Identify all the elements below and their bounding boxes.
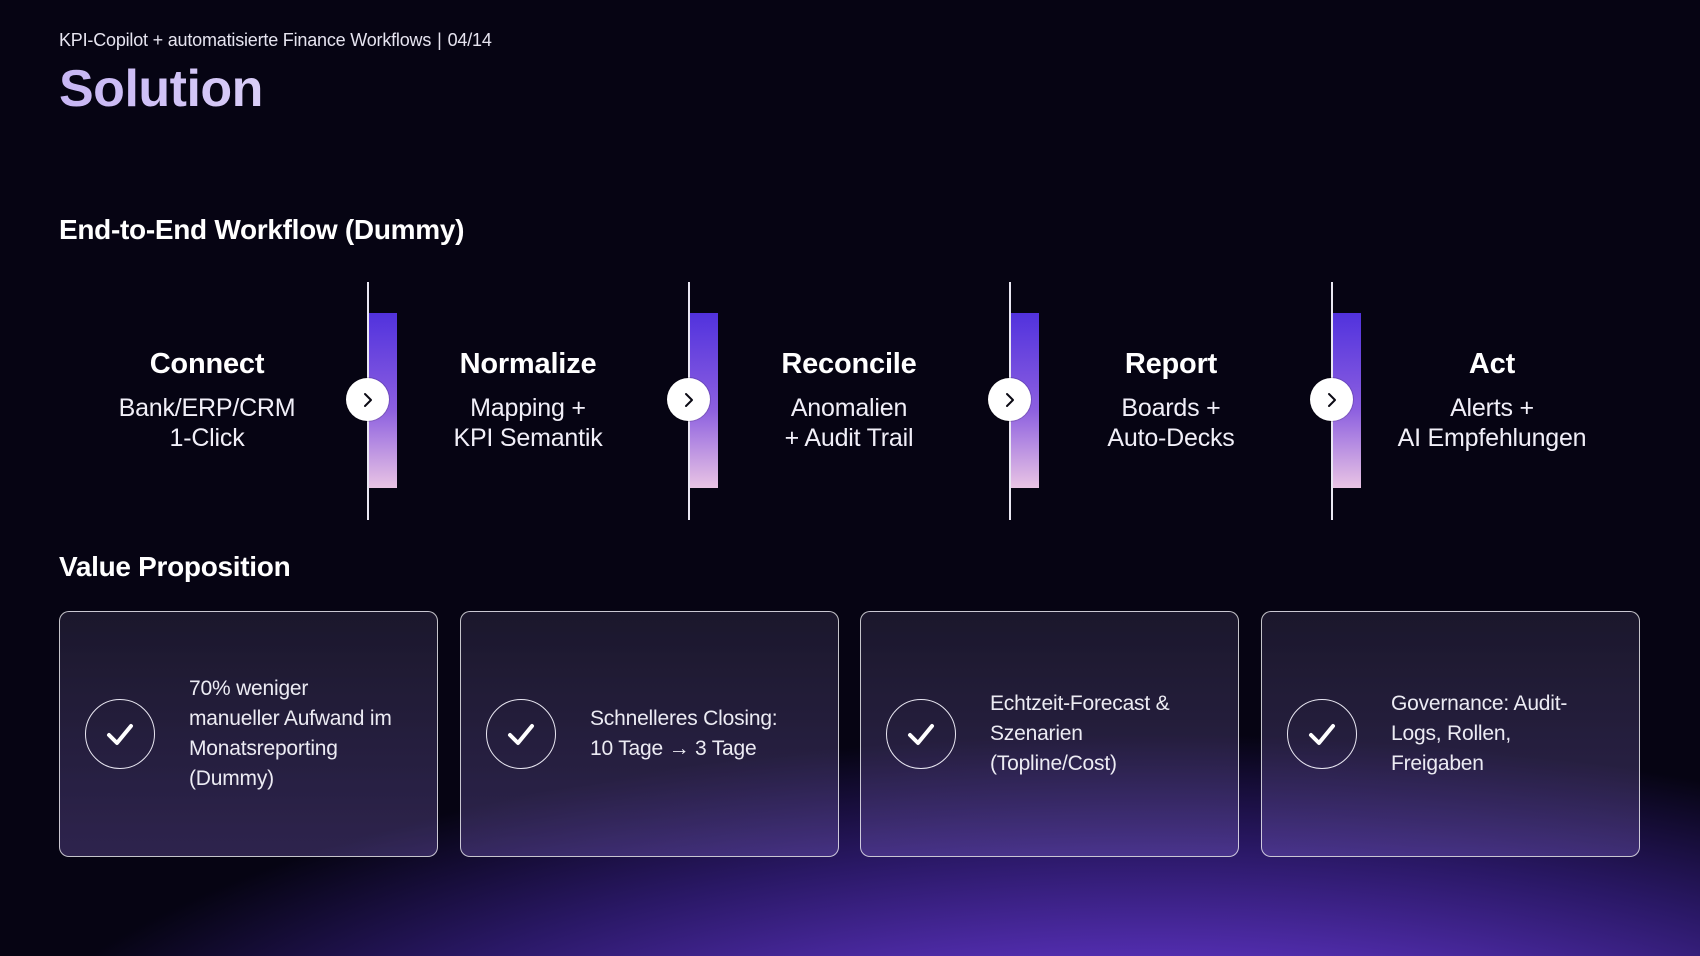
value-card: 70% weniger manueller Aufwand im Monatsr… [59,611,438,857]
value-card: Schnelleres Closing: 10 Tage → 3 Tage [460,611,839,857]
value-card-text: Echtzeit-Forecast & Szenarien (Topline/C… [990,692,1170,775]
checkmark-icon [886,699,956,769]
value-card-text: Schnelleres Closing: 10 Tage → 3 Tage [590,707,778,760]
step-title: Connect [149,348,265,380]
step-title: Reconcile [781,348,917,380]
chevron-right-icon [667,378,710,421]
value-card: Echtzeit-Forecast & Szenarien (Topline/C… [860,611,1239,857]
step-description: Mapping + KPI Semantik [453,394,603,452]
chevron-right-icon [988,378,1031,421]
workflow-step-normalize: Normalize Mapping + KPI Semantik [403,348,653,453]
step-title: Report [1124,348,1218,380]
step-description: Boards + Auto-Decks [1107,394,1235,452]
checkmark-icon [85,699,155,769]
workflow-step-reconcile: Reconcile Anomalien + Audit Trail [724,348,974,453]
workflow-step-connect: Connect Bank/ERP/CRM 1-Click [82,348,332,453]
chevron-right-icon [346,378,389,421]
step-title: Normalize [459,348,597,380]
checkmark-icon [486,699,556,769]
value-card-text: 70% weniger manueller Aufwand im Monatsr… [189,677,392,790]
step-description: Bank/ERP/CRM 1-Click [118,394,296,452]
page-title: Solution [59,60,492,118]
workflow-step-report: Report Boards + Auto-Decks [1046,348,1296,453]
value-card-text: Governance: Audit- Logs, Rollen, Freigab… [1391,692,1568,775]
workflow-step-act: Act Alerts + AI Empfehlungen [1367,348,1617,453]
checkmark-icon [1287,699,1357,769]
breadcrumb-separator: | [437,30,442,50]
workflow-section-title: End-to-End Workflow (Dummy) [59,214,465,245]
value-proposition-title: Value Proposition [59,551,291,582]
header: KPI-Copilot + automatisierte Finance Wor… [59,30,492,118]
step-title: Act [1468,348,1516,380]
value-card: Governance: Audit- Logs, Rollen, Freigab… [1261,611,1640,857]
step-description: Alerts + AI Empfehlungen [1397,394,1587,452]
deck-title: KPI-Copilot + automatisierte Finance Wor… [59,30,432,50]
breadcrumb: KPI-Copilot + automatisierte Finance Wor… [59,30,492,51]
chevron-right-icon [1310,378,1353,421]
step-description: Anomalien + Audit Trail [784,394,914,452]
page-number: 04/14 [447,30,492,50]
